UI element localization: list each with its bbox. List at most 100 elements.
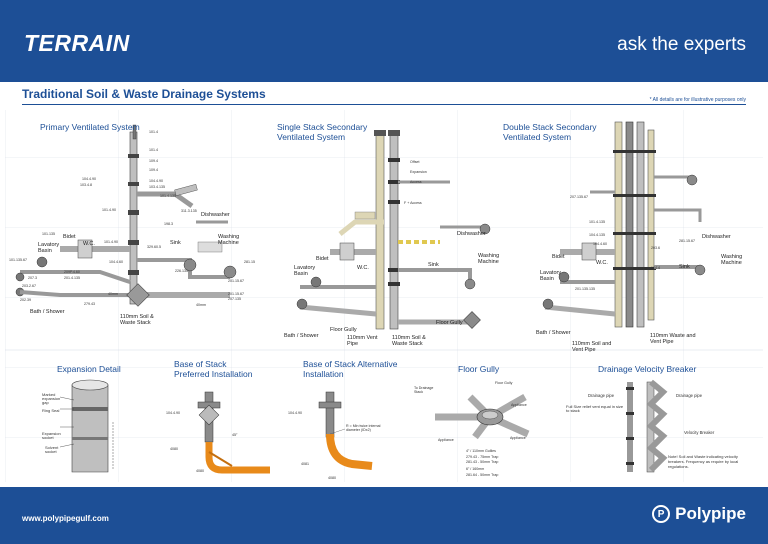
label-40mm: 40mm: [108, 292, 118, 296]
label-appliance-2: Appliance: [438, 438, 454, 442]
label-single-stack: 110mm Soil & Waste Stack: [392, 335, 426, 347]
title-divider: [22, 104, 746, 105]
label-single-sink: Sink: [428, 262, 439, 268]
code-tag: 101.4: [149, 148, 158, 152]
single-soil-stack: [389, 133, 399, 330]
code-tag: 198.3: [164, 222, 173, 226]
code-tag: 104.4.60: [593, 242, 607, 246]
code-tag: 103.4.8: [80, 183, 92, 187]
code-tag: 207.3: [28, 276, 37, 280]
footer-bar: www.polypipegulf.com P Polypipe: [0, 487, 768, 544]
label-bath-shower: Bath / Shower: [30, 309, 65, 315]
code-tag: 203.2.67: [22, 284, 36, 288]
code-tag: 101.4.135: [589, 220, 605, 224]
primary-dishwasher-branch: [137, 191, 194, 209]
code-tag: 207.135.67: [570, 195, 588, 199]
code-tag: 311.3.135: [181, 209, 197, 213]
header-bar: TERRAIN ask the experts: [0, 0, 768, 82]
polypipe-mark-icon: P: [652, 505, 671, 523]
diagram-sheet: Traditional Soil & Waste Drainage System…: [0, 82, 768, 487]
label-soil-waste-stack: 110mm Soil & Waste Stack: [120, 314, 154, 326]
label-expansion: Expansion: [410, 170, 427, 174]
label-access: Access: [410, 180, 422, 184]
code-tag: 104.4.90: [166, 411, 180, 415]
code-tag: 101.135: [42, 232, 55, 236]
section-velocity-breaker: Drainage Velocity Breaker: [598, 364, 697, 374]
code-tag: 109.4: [149, 168, 158, 172]
code-tag: 201.135.135: [575, 287, 595, 291]
label-f-access: F + Access: [404, 201, 422, 205]
code-tag: 101.4: [149, 130, 158, 134]
label-drainage-pipe-right: Drainage pipe: [676, 393, 703, 398]
code-tag: 281.15: [244, 260, 255, 264]
code-tag: 201.4.135: [64, 276, 80, 280]
label-dishwasher: Dishwasher: [201, 212, 230, 218]
label-single-washing: Washing Machine: [478, 253, 500, 265]
base-preferred-drawing: [197, 391, 270, 474]
polypipe-wordmark: Polypipe: [675, 504, 746, 523]
website-link[interactable]: www.polypipegulf.com: [22, 514, 109, 523]
code-tag: 104.4: [651, 266, 660, 270]
label-ring-seal: Ring Seal: [42, 408, 60, 413]
code-tag: 207.135: [228, 297, 241, 301]
code-tag: 101.4.90: [104, 240, 118, 244]
code-tag: 4080: [328, 476, 336, 480]
primary-system-drawing: [15, 124, 237, 307]
code-tag: 4080: [170, 447, 178, 451]
code-tag: 104.4.60: [109, 260, 123, 264]
code-tag: 201.15.67: [228, 279, 244, 283]
code-tag: 4081: [301, 462, 309, 466]
label-double-bath: Bath / Shower: [536, 330, 571, 336]
gully-note-4: 6" / 160mm: [466, 467, 485, 471]
primary-vent-cap: [132, 124, 137, 140]
floor-gully-drawing: [435, 393, 530, 440]
label-double-lavatory: Lavatory Basin: [540, 270, 562, 282]
label-single-bidet: Bidet: [316, 256, 329, 262]
drainage-diagrams: [5, 110, 763, 482]
primary-basin-branch: [20, 270, 131, 284]
gully-note-2: 279.43 - 75mm Trap: [466, 455, 499, 459]
label-single-bath: Bath / Shower: [284, 333, 319, 339]
label-min-radius: R = Min twice internal diameter (IDx2): [346, 424, 381, 432]
terrain-logo: TERRAIN: [24, 30, 130, 56]
velocity-breaker-drawing: [626, 379, 668, 473]
section-double-stack: Double Stack Secondary Ventilated System: [503, 122, 597, 142]
label-drainage-pipe-left: Drainage pipe: [588, 393, 615, 398]
label-relief-vent: Full Size relief vent equal in size to s…: [566, 404, 624, 413]
code-tag: 104.4.90: [82, 177, 96, 181]
code-tag: 103.4.135: [149, 185, 165, 189]
code-tag: 101.135.67: [9, 258, 27, 262]
label-to-drainage: To Drainage Stack: [414, 386, 434, 394]
label-expansion-socket: Expansion socket: [42, 431, 61, 440]
code-tag: 4080: [196, 469, 204, 473]
section-primary-ventilated: Primary Ventilated System: [40, 122, 140, 132]
code-tag: 104.4.90: [288, 411, 302, 415]
label-single-floor-gully: Floor Gully: [330, 327, 357, 333]
code-tag: 329.60.5: [147, 245, 161, 249]
label-double-sink: Sink: [679, 264, 690, 270]
label-single-wc: W.C.: [357, 265, 369, 271]
label-double-washing: Washing Machine: [721, 254, 743, 266]
label-soil-vent-pipe: 110mm Soil and Vent Pipe: [572, 341, 612, 353]
label-washing-machine: Washing Machine: [218, 234, 240, 246]
label-appliance-3: Appliance: [510, 436, 526, 440]
label-double-wc: W.C.: [596, 260, 608, 266]
label-lavatory: Lavatory Basin: [38, 242, 60, 254]
label-waste-vent-pipe: 110mm Waste and Vent Pipe: [650, 333, 696, 345]
base-alternative-drawing: [318, 391, 373, 470]
gully-note-3: 281.43 - 50mm Trap: [466, 460, 499, 464]
gully-note-1: 4" / 110mm Gullies: [466, 449, 496, 453]
code-tag: 279.43: [84, 302, 95, 306]
code-tag: 101.4.90: [102, 208, 116, 212]
code-tag: 281.15.67: [679, 239, 695, 243]
polypipe-logo: P Polypipe: [652, 504, 746, 524]
label-gully-top: Floor Gully: [495, 381, 513, 385]
label-velocity-breaker: Velocity Breaker: [684, 430, 715, 435]
gully-note-5: 281.64 - 50mm Trap: [466, 473, 499, 477]
section-floor-gully: Floor Gully: [458, 364, 500, 374]
primary-wc-pan: [77, 239, 93, 259]
tagline: ask the experts: [617, 34, 746, 55]
single-stack-drawing: [296, 130, 491, 330]
label-wc: W.C.: [83, 241, 95, 247]
label-appliance-1: Appliance: [511, 403, 527, 407]
